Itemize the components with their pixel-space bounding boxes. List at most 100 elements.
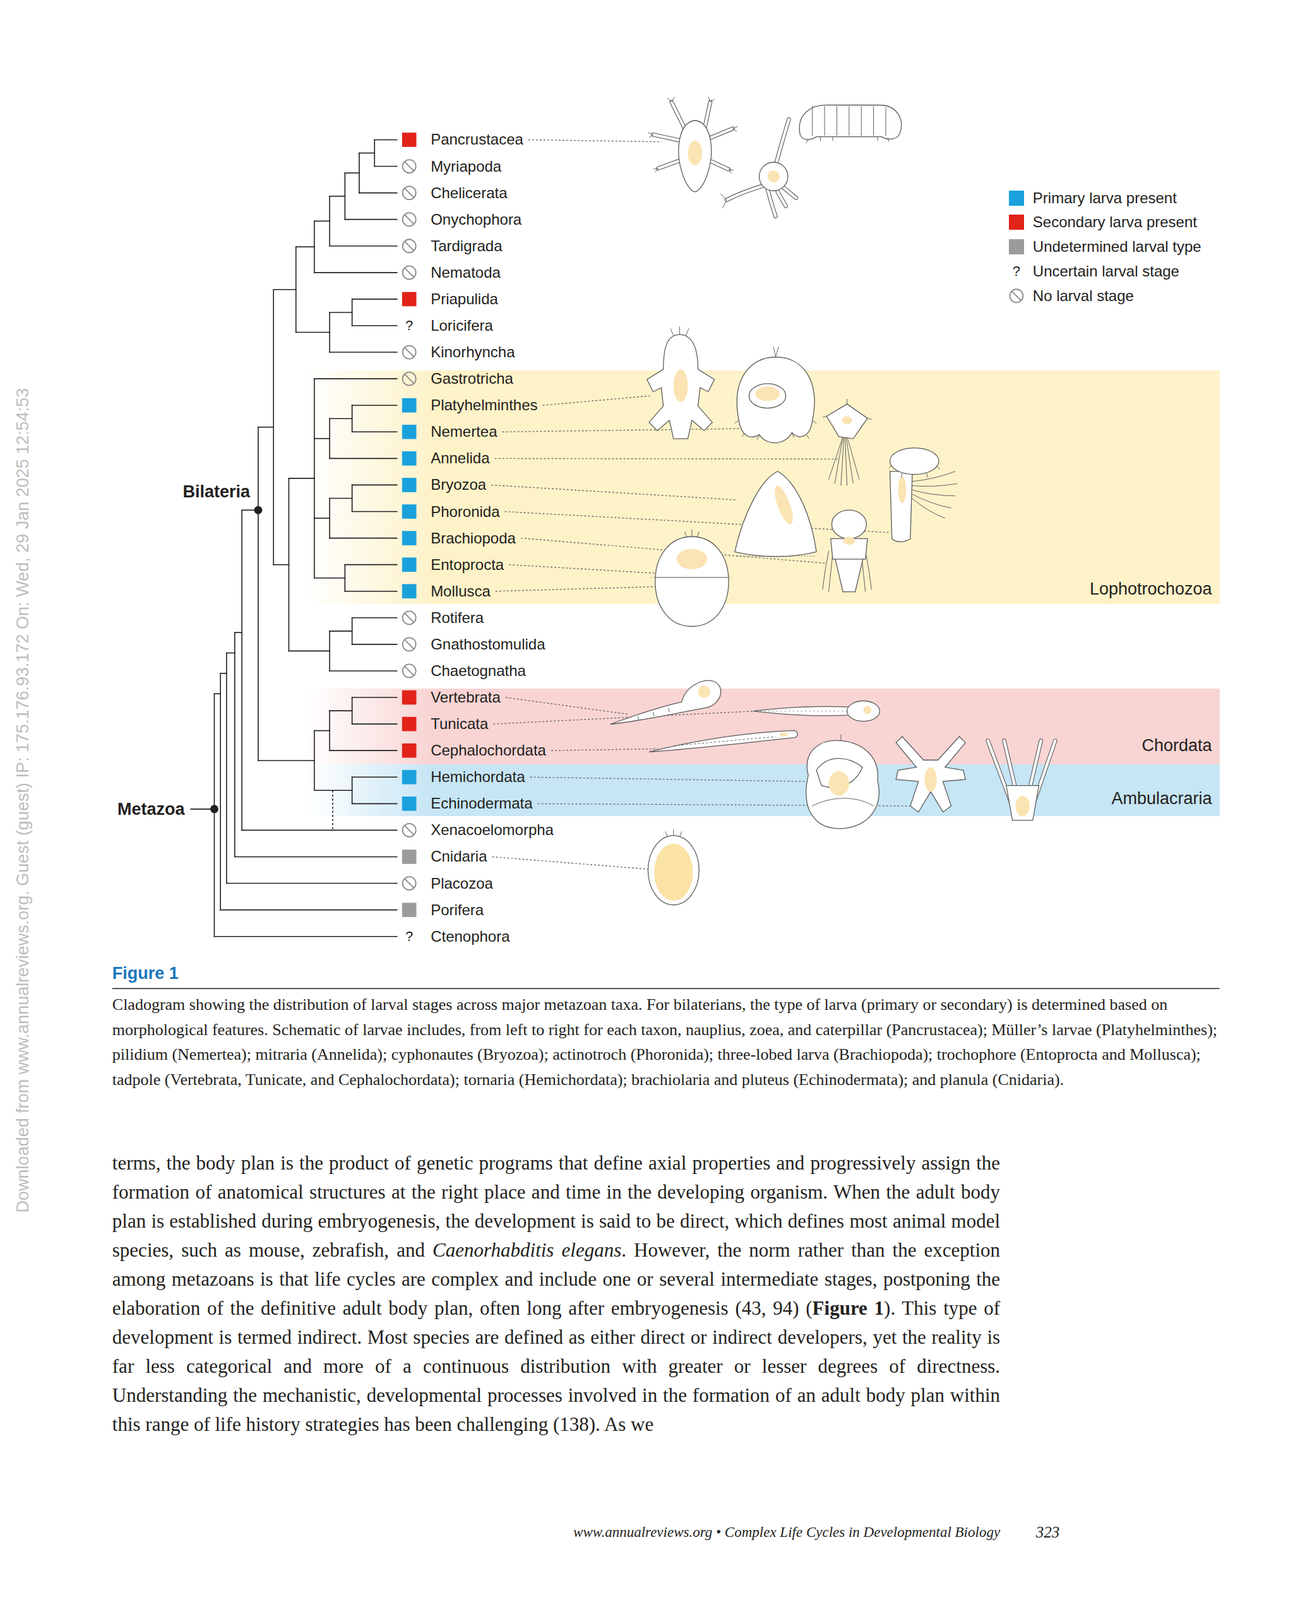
pilidium-larva bbox=[755, 387, 780, 402]
taxon-name: Echinodermata bbox=[430, 794, 533, 814]
larva-square bbox=[402, 292, 417, 307]
larva-symbol bbox=[402, 212, 417, 227]
larva-symbol bbox=[402, 186, 417, 200]
body-text-run: Figure 1 bbox=[812, 1297, 884, 1320]
larva-square bbox=[402, 530, 417, 546]
larva-symbol bbox=[402, 132, 417, 148]
cephalochordate-larva bbox=[649, 730, 798, 752]
tree-branch bbox=[374, 166, 398, 168]
larva-symbol bbox=[402, 451, 417, 466]
taxon-name: Hemichordata bbox=[430, 767, 525, 787]
zoea-larva bbox=[726, 119, 797, 217]
taxon-name: Annelida bbox=[430, 448, 490, 468]
legend-swatch bbox=[1008, 214, 1025, 230]
tree-branch bbox=[352, 404, 398, 406]
pilidium-larva bbox=[736, 357, 815, 444]
tree-branch bbox=[329, 710, 353, 712]
no-larva-symbol bbox=[1012, 291, 1022, 301]
tree-branch bbox=[241, 510, 243, 831]
uncertain-mark: ? bbox=[1006, 262, 1026, 281]
legend-swatch bbox=[1008, 190, 1025, 206]
tree-branch bbox=[373, 139, 376, 167]
cyphonautes-larva bbox=[770, 483, 797, 526]
larva-square bbox=[402, 717, 417, 732]
tree-branch bbox=[314, 378, 398, 380]
tree-branch bbox=[313, 378, 316, 579]
no-larva-symbol bbox=[404, 374, 415, 384]
tree-branch bbox=[329, 458, 398, 460]
taxon-name: Gnathostomulida bbox=[430, 635, 545, 655]
legend-text: No larval stage bbox=[1032, 286, 1134, 306]
tree-branch bbox=[329, 311, 353, 314]
no-larva-symbol bbox=[402, 823, 417, 838]
taxon-name: Entoprocta bbox=[430, 555, 504, 575]
vertebrate-tadpole bbox=[637, 708, 670, 721]
tree-branch bbox=[351, 697, 353, 725]
actinotroch-larva bbox=[888, 448, 958, 543]
pilidium-larva bbox=[748, 383, 786, 409]
page-number: 323 bbox=[1036, 1523, 1061, 1543]
taxon-name: Placozoa bbox=[430, 874, 494, 894]
larva-symbol bbox=[402, 477, 417, 493]
tree-branch bbox=[352, 431, 398, 433]
larva-symbol bbox=[402, 849, 417, 865]
tree-branch bbox=[329, 498, 353, 500]
no-larva-symbol bbox=[402, 637, 417, 651]
zoea-larva bbox=[720, 193, 727, 209]
actinotroch-larva bbox=[911, 471, 958, 519]
tree-branch bbox=[314, 577, 345, 579]
taxon-name: Myriapoda bbox=[430, 157, 502, 177]
larva-symbol bbox=[402, 717, 417, 732]
no-larva-symbol bbox=[404, 666, 415, 677]
tornaria-larva bbox=[812, 798, 874, 807]
tree-branch bbox=[351, 618, 353, 645]
legend-text: Undetermined larval type bbox=[1032, 237, 1202, 257]
no-larva-symbol bbox=[404, 241, 415, 251]
tree-branch bbox=[352, 776, 398, 778]
tornaria-larva bbox=[840, 734, 841, 742]
larva-square bbox=[402, 796, 417, 812]
pluteus-larva bbox=[1015, 796, 1030, 817]
cyphonautes-larva bbox=[734, 471, 817, 557]
tree-branch bbox=[313, 220, 316, 273]
taxon-name: Xenacoelomorpha bbox=[430, 820, 554, 840]
clade-node-dot bbox=[210, 804, 219, 814]
tree-branch bbox=[220, 673, 227, 675]
leader-line bbox=[494, 458, 840, 459]
mullers-larva bbox=[673, 369, 689, 403]
cyphonautes-larva bbox=[734, 471, 817, 557]
tree-branch bbox=[329, 750, 398, 752]
tree-branch bbox=[272, 289, 275, 566]
tree-branch bbox=[288, 478, 290, 651]
tree-branch bbox=[314, 517, 330, 519]
larva-symbol bbox=[402, 690, 417, 706]
tree-branch bbox=[328, 498, 331, 538]
body-text: terms, the body plan is the product of g… bbox=[112, 1149, 1001, 1440]
pluteus-larva bbox=[988, 741, 1056, 821]
larva-symbol bbox=[402, 398, 417, 413]
larva-symbol bbox=[402, 876, 417, 891]
cephalochordate-larva bbox=[649, 730, 798, 752]
legend-text: Primary larva present bbox=[1032, 188, 1177, 208]
brachiolaria-larva bbox=[895, 736, 966, 813]
nauplius-larva bbox=[687, 140, 703, 166]
mitraria-larva bbox=[826, 404, 868, 439]
tree-branch bbox=[219, 673, 221, 911]
no-larva-symbol bbox=[404, 214, 415, 225]
zoea-larva bbox=[767, 170, 780, 183]
mullers-larva bbox=[647, 326, 715, 439]
tree-branch bbox=[359, 192, 398, 194]
nauplius-larva bbox=[647, 97, 738, 192]
tree-branch bbox=[273, 564, 289, 566]
tree-branch bbox=[351, 299, 353, 326]
actinotroch-larva bbox=[888, 465, 941, 478]
tree-branch bbox=[344, 172, 360, 174]
tree-branch bbox=[296, 332, 330, 334]
no-larva-symbol bbox=[402, 372, 417, 386]
tree-branch bbox=[226, 652, 235, 655]
larva-symbol bbox=[402, 902, 417, 918]
cephalochordate-larva bbox=[779, 732, 788, 737]
no-larva-symbol bbox=[1009, 289, 1023, 303]
mitraria-larva bbox=[842, 416, 853, 425]
tree-branch bbox=[226, 883, 398, 885]
